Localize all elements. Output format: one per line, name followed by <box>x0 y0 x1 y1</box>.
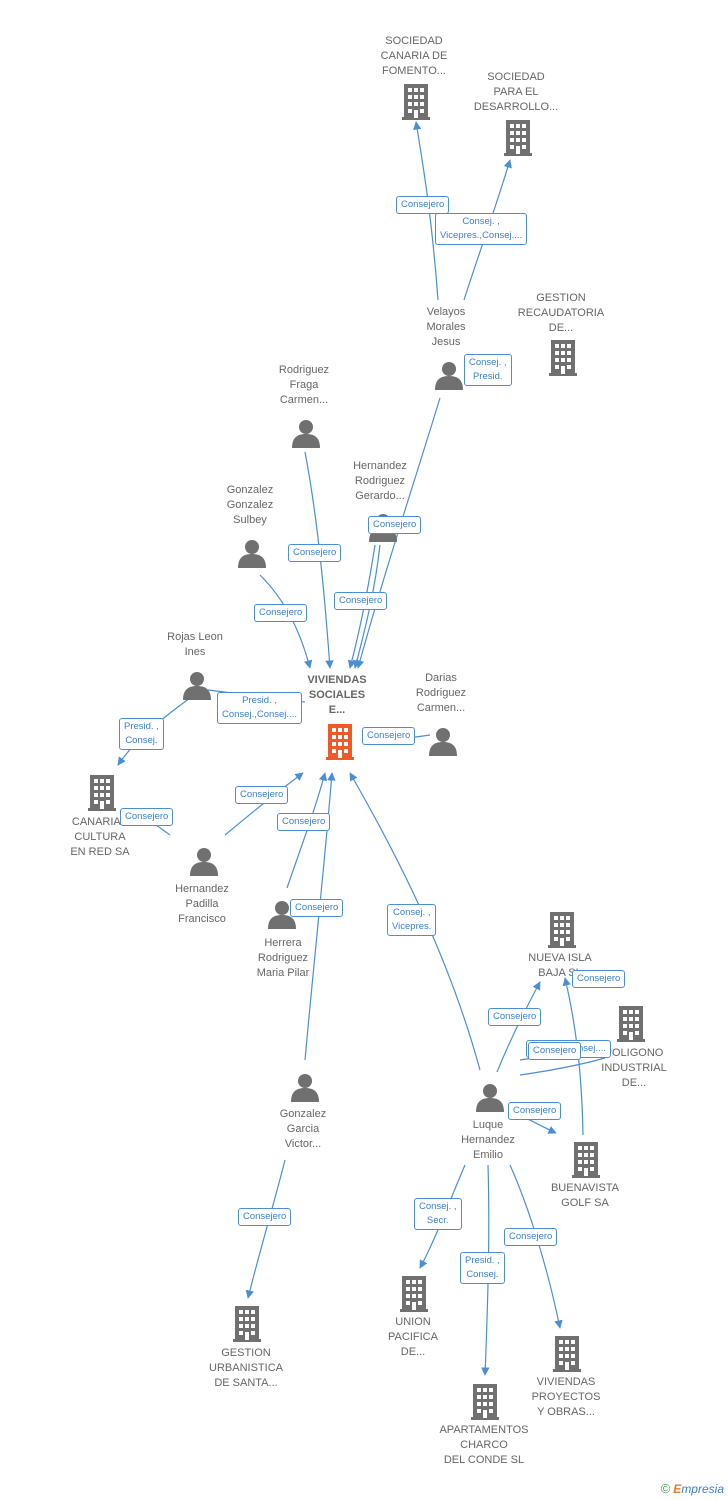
building-icon[interactable] <box>88 775 116 811</box>
edge-gonzalez-urbanistica <box>245 1159 286 1299</box>
edge-label[interactable]: Consejero <box>120 808 174 826</box>
edge-label[interactable]: Consej. , Secr. <box>414 1198 462 1230</box>
edge-label[interactable]: Consejero <box>334 592 388 610</box>
building-icon[interactable] <box>471 1384 499 1420</box>
building-icon[interactable] <box>504 120 532 156</box>
person-icon[interactable] <box>238 540 266 568</box>
node-label-apartamentos[interactable]: APARTAMENTOS CHARCO DEL CONDE SL <box>439 1424 529 1466</box>
node-label-darias[interactable]: Darias Rodriguez Carmen... <box>415 672 467 714</box>
node-label-buenavista[interactable]: BUENAVISTA GOLF SA <box>550 1182 620 1209</box>
building-icon[interactable] <box>233 1306 261 1342</box>
edge-label[interactable]: Consejero <box>362 727 416 745</box>
edge-label[interactable]: Consejero <box>290 899 344 917</box>
main-company-label[interactable]: VIVIENDAS SOCIALES E... <box>307 674 367 716</box>
node-label-viviendas-proyectos[interactable]: VIVIENDAS PROYECTOS Y OBRAS... <box>531 1376 601 1418</box>
edge-label[interactable]: Consej. , Presid. <box>464 354 512 386</box>
building-icon[interactable] <box>617 1006 645 1042</box>
edge-label[interactable]: Consej. , Vicepres. <box>387 904 437 936</box>
building-icon[interactable] <box>553 1336 581 1372</box>
edge-label[interactable]: Consejero <box>235 786 289 804</box>
node-label-luque[interactable]: Luque Hernandez Emilio <box>461 1119 515 1161</box>
edge-luque-poligono-b <box>519 1057 606 1076</box>
node-label-canarias-cultura[interactable]: CANARIAS CULTURA EN RED SA <box>70 816 130 858</box>
brand-initial: E <box>673 1482 682 1496</box>
main-building-icon[interactable] <box>326 724 354 760</box>
copyright-icon: © <box>660 1481 671 1496</box>
edge-label[interactable]: Consejero <box>368 516 422 534</box>
node-label-herrera[interactable]: Herrera Rodriguez Maria Pilar <box>256 937 310 979</box>
empresia-watermark[interactable]: ©Empresia <box>661 1481 724 1496</box>
node-label-gestion-recaudatoria[interactable]: GESTION RECAUDATORIA DE... <box>517 292 605 334</box>
edge-label[interactable]: Consejero <box>572 970 626 988</box>
brand-rest: mpresia <box>681 1482 724 1496</box>
node-label-union-pacifica[interactable]: UNION PACIFICA DE... <box>388 1316 438 1358</box>
edge-label[interactable]: Consejero <box>396 196 450 214</box>
node-label-hernandez-rodriguez[interactable]: Hernandez Rodriguez Gerardo... <box>353 460 407 502</box>
edge-label[interactable]: Consejero <box>254 604 308 622</box>
person-icon[interactable] <box>291 1074 319 1102</box>
node-label-poligono[interactable]: POLIGONO INDUSTRIAL DE... <box>601 1047 667 1089</box>
person-icon[interactable] <box>435 362 463 390</box>
building-icon[interactable] <box>572 1142 600 1178</box>
edge-label[interactable]: Consejero <box>288 544 342 562</box>
building-icon[interactable] <box>548 912 576 948</box>
building-icon[interactable] <box>549 340 577 376</box>
person-icon[interactable] <box>429 728 457 756</box>
nodes <box>88 84 645 1420</box>
edge-label[interactable]: Consejero <box>488 1008 542 1026</box>
edge-label[interactable]: Consej. , Vicepres.,Consej.... <box>435 213 528 245</box>
building-icon[interactable] <box>402 84 430 120</box>
edge-label[interactable]: Presid. , Consej. <box>460 1252 505 1284</box>
node-label-gestion-urbanistica[interactable]: GESTION URBANISTICA DE SANTA... <box>209 1347 283 1389</box>
node-label-hernandez-padilla[interactable]: Hernandez Padilla Francisco <box>175 883 229 925</box>
building-icon[interactable] <box>400 1276 428 1312</box>
node-label-nueva-isla[interactable]: NUEVA ISLA BAJA SL <box>528 952 592 979</box>
person-icon[interactable] <box>476 1084 504 1112</box>
edge-label[interactable]: Consejero <box>508 1102 562 1120</box>
node-label-soc-desarrollo[interactable]: SOCIEDAD PARA EL DESARROLLO... <box>473 71 559 113</box>
edge-label[interactable]: Consejero <box>238 1208 292 1226</box>
edge-label[interactable]: Consejero <box>528 1042 582 1060</box>
edge-label[interactable]: Presid. , Consej.,Consej.... <box>217 692 302 724</box>
brand-name: Empresia <box>673 1482 724 1496</box>
node-label-gonzalez-garcia[interactable]: Gonzalez Garcia Victor... <box>279 1108 327 1150</box>
person-icon[interactable] <box>292 420 320 448</box>
person-icon[interactable] <box>190 848 218 876</box>
node-label-gonzalez-sulbey[interactable]: Gonzalez Gonzalez Sulbey <box>226 484 274 526</box>
node-label-rodriguez-fraga[interactable]: Rodriguez Fraga Carmen... <box>278 364 330 406</box>
edge-label[interactable]: Presid. , Consej. <box>119 718 164 750</box>
edge-label[interactable]: Consejero <box>277 813 331 831</box>
node-label-velayos[interactable]: Velayos Morales Jesus <box>426 306 466 348</box>
edge-label[interactable]: Consejero <box>504 1228 558 1246</box>
person-icon[interactable] <box>183 672 211 700</box>
node-label-soc-canaria-fomento[interactable]: SOCIEDAD CANARIA DE FOMENTO... <box>380 35 448 77</box>
node-label-rojas-leon[interactable]: Rojas Leon Ines <box>167 631 223 658</box>
